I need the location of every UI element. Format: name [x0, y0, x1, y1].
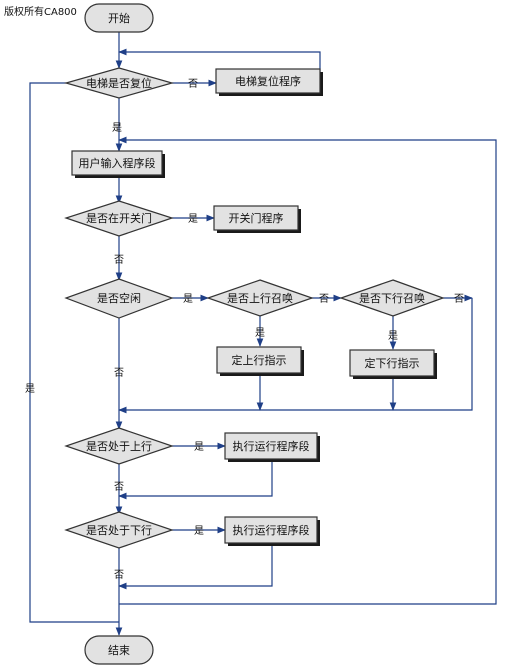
- user-input-label: 用户输入程序段: [79, 156, 156, 170]
- going-down-decision: 是否处于下行: [64, 511, 174, 549]
- door-program-label: 开关门程序: [229, 211, 284, 225]
- run-up-label: 执行运行程序段: [233, 439, 310, 453]
- label-reset-yes: 是: [112, 122, 122, 134]
- going-up-decision: 是否处于上行: [64, 427, 174, 465]
- edge-rundown-return: [118, 544, 273, 590]
- user-input-box: 用户输入程序段: [71, 150, 165, 178]
- set-up-box: 定上行指示: [216, 346, 304, 376]
- label-goingup-yes: 是: [194, 441, 204, 453]
- door-check-decision: 是否在开关门: [64, 200, 174, 237]
- start-node: 开始: [84, 3, 154, 33]
- end-label: 结束: [108, 644, 130, 657]
- start-label: 开始: [108, 11, 130, 25]
- connectors: [29, 32, 497, 636]
- idle-check-label: 是否空闲: [97, 291, 141, 305]
- label-door-yes: 是: [188, 213, 198, 225]
- copyright-text: 版权所有CA800: [4, 5, 77, 18]
- reset-check-label: 电梯是否复位: [86, 76, 152, 90]
- edge-labels: 否 是 是 否 是 否 否 是 是 否 是 否 是 否 是: [25, 78, 464, 581]
- idle-check-decision: 是否空闲: [64, 278, 174, 319]
- set-down-label: 定下行指示: [365, 356, 420, 370]
- reset-program-box: 电梯复位程序: [215, 68, 323, 96]
- end-node: 结束: [84, 635, 154, 665]
- label-upcall-no: 否: [319, 293, 329, 305]
- label-downcall-no: 否: [454, 293, 464, 305]
- label-goingup-no: 否: [114, 481, 124, 493]
- edge-right-merge: [118, 298, 473, 414]
- label-idle-yes: 是: [183, 293, 193, 305]
- going-up-label: 是否处于上行: [86, 440, 152, 453]
- label-reset-no: 否: [188, 78, 198, 90]
- up-call-label: 是否上行召唤: [227, 291, 293, 305]
- label-goingdown-no: 否: [114, 569, 124, 581]
- door-program-box: 开关门程序: [213, 205, 301, 233]
- label-door-no: 否: [114, 254, 124, 266]
- label-goingdown-yes: 是: [194, 525, 204, 537]
- up-call-decision: 是否上行召唤: [206, 279, 314, 317]
- down-call-decision: 是否下行召唤: [339, 279, 445, 317]
- run-down-box: 执行运行程序段: [224, 516, 320, 546]
- label-upcall-yes: 是: [255, 327, 265, 339]
- edge-main-loop: [118, 136, 497, 605]
- set-up-label: 定上行指示: [232, 353, 287, 367]
- run-down-label: 执行运行程序段: [233, 523, 310, 537]
- edge-left-path: [29, 82, 119, 623]
- label-left-yes: 是: [25, 383, 35, 395]
- label-idle-no: 否: [114, 367, 124, 379]
- reset-program-label: 电梯复位程序: [235, 74, 301, 88]
- reset-check-decision: 电梯是否复位: [63, 67, 175, 99]
- run-up-box: 执行运行程序段: [224, 432, 320, 462]
- down-call-label: 是否下行召唤: [359, 291, 425, 305]
- set-down-box: 定下行指示: [349, 349, 437, 379]
- going-down-label: 是否处于下行: [86, 524, 152, 537]
- edge-runup-return: [118, 460, 273, 500]
- label-downcall-yes: 是: [388, 330, 398, 342]
- door-check-label: 是否在开关门: [86, 211, 152, 225]
